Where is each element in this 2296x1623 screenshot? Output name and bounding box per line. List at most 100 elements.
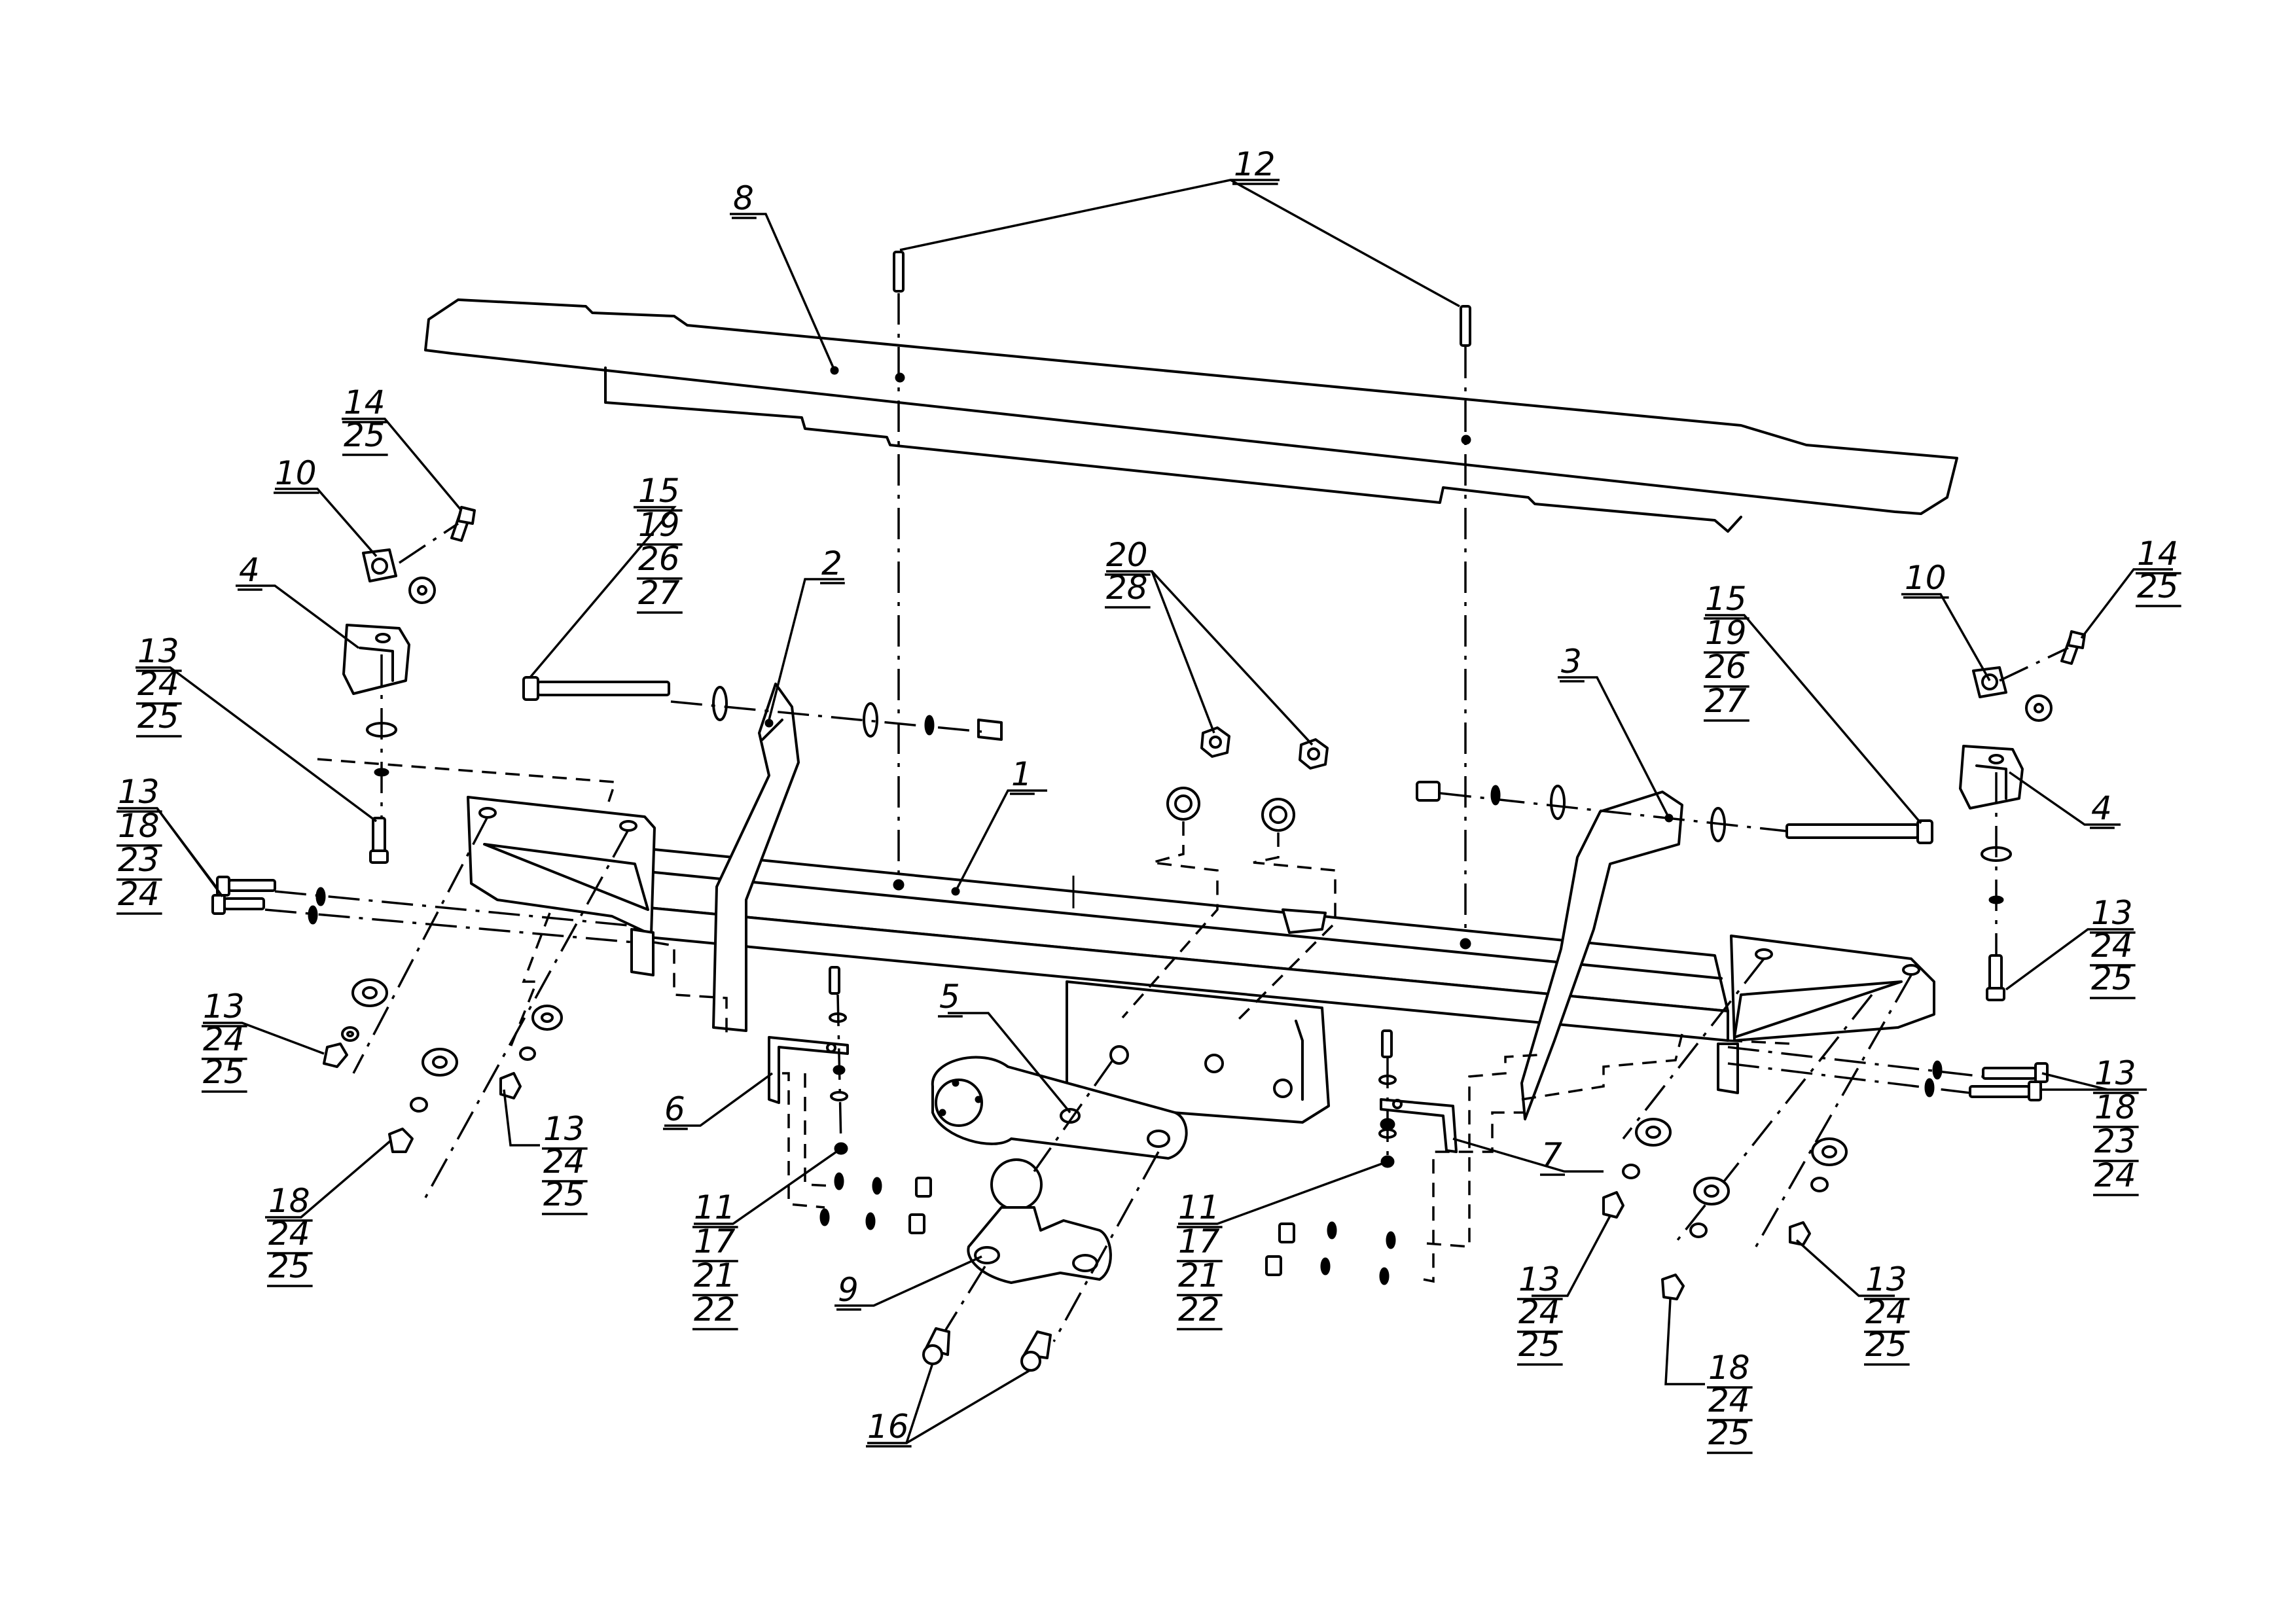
callout-text: 13 <box>203 988 245 1026</box>
callout-text: 26 <box>638 540 680 578</box>
callout-text: 13 <box>1518 1260 1560 1298</box>
callout-text: 5 <box>939 978 960 1016</box>
leader-lines <box>118 179 2173 1444</box>
bolt-part-13-vertical <box>369 817 2005 1001</box>
callout-text: 6 <box>664 1090 685 1128</box>
callout-text: 23 <box>118 841 160 879</box>
callout-11-right: 11 17 21 22 <box>1177 1188 1223 1330</box>
callout-18-left: 18 24 25 <box>267 1182 313 1287</box>
fastener-part-11-left <box>819 966 932 1234</box>
callout-15-right: 15 19 26 27 <box>1704 580 1749 722</box>
long-bolt-part-15-left <box>522 676 1003 741</box>
callout-text: 4 <box>239 551 260 589</box>
bolt-part-13-right-horizontal <box>1924 1060 2049 1101</box>
callout-4-right: 4 <box>2090 789 2115 829</box>
left-end-bracket <box>467 796 656 976</box>
callout-text: 10 <box>1905 559 1946 597</box>
callout-4-left: 4 <box>238 551 262 591</box>
callout-text: 8 <box>733 179 754 217</box>
callout-text: 21 <box>694 1257 736 1294</box>
main-crossbar-part-1 <box>634 846 1729 1124</box>
callout-text: 18 <box>268 1182 310 1220</box>
callout-text: 16 <box>867 1408 909 1446</box>
clamp-bracket-part-4-right <box>1959 745 2024 810</box>
callout-text: 15 <box>638 472 680 510</box>
callout-16: 16 <box>866 1408 912 1448</box>
callout-text: 7 <box>1541 1136 1562 1174</box>
callout-3: 3 <box>1560 643 1585 683</box>
callout-text: 10 <box>275 454 317 492</box>
callout-text: 22 <box>1178 1291 1220 1329</box>
callout-text: 14 <box>2137 535 2179 573</box>
callout-text: 13 <box>2091 894 2133 932</box>
callout-text: 13 <box>1865 1260 1907 1298</box>
callout-text: 15 <box>1705 580 1747 618</box>
callout-10-right: 10 <box>1903 559 1949 599</box>
callout-7: 7 <box>1540 1136 1565 1176</box>
callout-text: 3 <box>1561 643 1582 681</box>
callout-10-left: 10 <box>274 454 319 494</box>
callout-text: 13 <box>2094 1054 2136 1092</box>
callout-14-left: 14 25 <box>342 383 388 456</box>
callout-text: 22 <box>694 1291 736 1329</box>
callout-text: 21 <box>1178 1257 1220 1294</box>
socket-plate-part-5 <box>931 1056 1188 1160</box>
callout-text: 18 <box>1708 1349 1750 1387</box>
callout-text: 11 <box>1178 1188 1220 1226</box>
washer-group <box>366 577 2053 904</box>
bolt-part-12 <box>893 251 1471 347</box>
callout-15-left: 15 19 26 27 <box>637 472 683 614</box>
socket-bracket-part-6 <box>768 1036 849 1104</box>
nut-part-20 <box>1166 726 1329 832</box>
callout-13-left-mid: 13 24 25 <box>542 1110 588 1215</box>
bolt-part-14 <box>450 506 2086 665</box>
callout-13-left-bolts: 13 18 23 24 <box>117 773 162 915</box>
callout-text: 24 <box>2094 1156 2136 1194</box>
callout-20: 20 28 <box>1105 536 1151 609</box>
callout-text: 17 <box>1178 1222 1220 1260</box>
callout-text: 17 <box>694 1222 736 1260</box>
callout-text: 1 <box>1011 755 1032 793</box>
clamp-bracket-part-4-left <box>342 624 410 695</box>
callout-text: 14 <box>344 383 386 421</box>
callout-2: 2 <box>820 544 845 584</box>
callout-text: 18 <box>118 807 160 845</box>
callout-13-right-top: 13 24 25 <box>2090 894 2136 999</box>
callout-text: 26 <box>1705 648 1747 686</box>
callout-12: 12 <box>1232 145 1278 185</box>
callout-text: 27 <box>1705 682 1747 720</box>
callout-text: 20 <box>1106 536 1148 574</box>
callout-14-right: 14 25 <box>2136 535 2181 607</box>
callout-text: 27 <box>638 574 680 612</box>
callout-9: 9 <box>836 1271 861 1311</box>
callout-6: 6 <box>663 1090 688 1130</box>
tow-ball-part-9 <box>967 1158 1112 1284</box>
callout-13-right-far: 13 24 25 <box>1864 1260 1910 1366</box>
callout-13-left-low: 13 24 25 <box>202 988 247 1093</box>
callout-text: 13 <box>543 1110 585 1148</box>
callout-text: 9 <box>838 1271 859 1309</box>
callout-5: 5 <box>938 978 963 1018</box>
callout-text: 13 <box>118 773 160 811</box>
callout-text: 24 <box>118 875 160 913</box>
reinforcement-plate-part-8 <box>424 298 1958 533</box>
callout-18-right: 18 24 25 <box>1707 1349 1753 1454</box>
nut-plate-part-10 <box>362 548 2007 698</box>
callout-text: 18 <box>2094 1088 2136 1126</box>
callout-text: 11 <box>694 1188 736 1226</box>
callout-text: 2 <box>821 544 842 582</box>
callout-text: 4 <box>2091 789 2112 827</box>
bolt-part-16 <box>922 1327 1052 1372</box>
callout-11-left: 11 17 21 22 <box>692 1188 738 1330</box>
fastener-stack-left <box>323 978 563 1153</box>
callout-text: 12 <box>1234 145 1276 183</box>
side-bracket-part-2 <box>712 683 800 1032</box>
fastener-stack-right <box>1602 1118 1848 1300</box>
callout-text: 19 <box>638 506 680 544</box>
socket-bracket-part-7 <box>1380 1098 1458 1153</box>
callout-13-right-bolts: 13 18 23 24 <box>2093 1054 2139 1196</box>
callout-1: 1 <box>1010 755 1035 795</box>
callout-13-left-top: 13 24 25 <box>136 632 182 738</box>
callout-text: 13 <box>137 632 179 670</box>
